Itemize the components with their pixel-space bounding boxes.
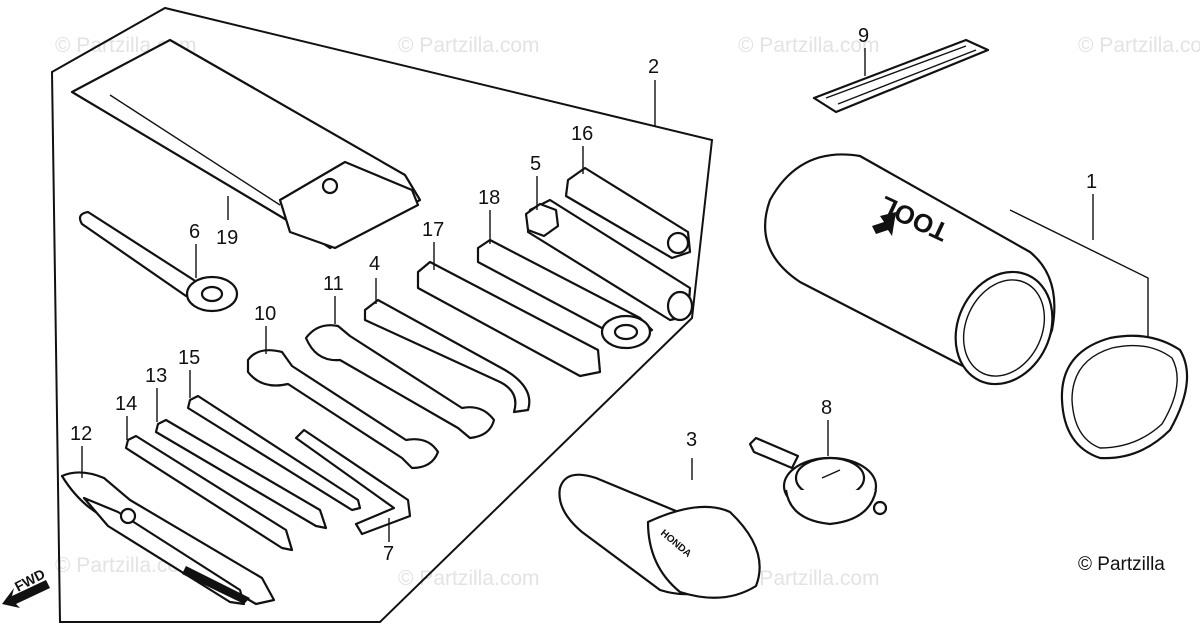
callout-5: 5 [530,153,541,175]
callout-14: 14 [115,393,137,415]
flat-bar-17 [416,260,602,378]
callout-4: 4 [369,253,380,275]
watermark: © Partzilla.com [398,567,540,590]
watermark: © Partzilla.com [398,34,540,57]
callout-9: 9 [858,25,869,47]
callout-2: 2 [648,56,659,78]
callout-13: 13 [145,365,167,387]
tool-strap [812,38,990,114]
fwd-arrow-icon: FWD [2,566,50,608]
wrench-small [78,210,239,313]
callout-11: 11 [323,273,344,295]
callout-3: 3 [686,429,697,451]
hex-key [294,428,412,536]
callout-8: 8 [821,397,832,419]
callout-6: 6 [189,221,200,243]
tool-case: TOOL [763,153,1189,460]
open-wrench-11 [304,324,496,440]
hook-spanner [363,298,531,414]
copyright-notice: © Partzilla [1078,554,1165,575]
watermark: © Partzilla.com [738,34,880,57]
callout-18: 18 [478,187,500,209]
screwdriver-13 [154,418,328,530]
screwdriver-15 [186,394,362,512]
leader-lines [81,48,1149,542]
tire-pressure-gauge [748,436,888,526]
watermark: © Partzilla.com [1078,34,1200,57]
watermark: © Partzilla.com [738,567,880,590]
callout-labels: 1 2 3 4 5 6 7 8 9 10 11 12 13 14 15 16 1… [70,25,1097,565]
callout-15: 15 [178,347,200,369]
callout-7: 7 [383,543,394,565]
pliers [60,471,276,606]
open-wrench-10 [246,349,440,470]
callout-19: 19 [216,227,238,249]
screwdriver-14 [124,434,294,552]
tool-roll-bag [70,38,422,250]
box-spanner [524,198,694,322]
callout-1: 1 [1086,171,1097,193]
callout-12: 12 [70,423,92,445]
plug-wrench-handle [564,166,692,260]
callout-16: 16 [571,123,593,145]
tool-bag: HONDA [558,473,761,599]
tool-kit-outline [50,6,714,623]
callout-10: 10 [254,303,276,325]
callout-17: 17 [422,219,444,241]
